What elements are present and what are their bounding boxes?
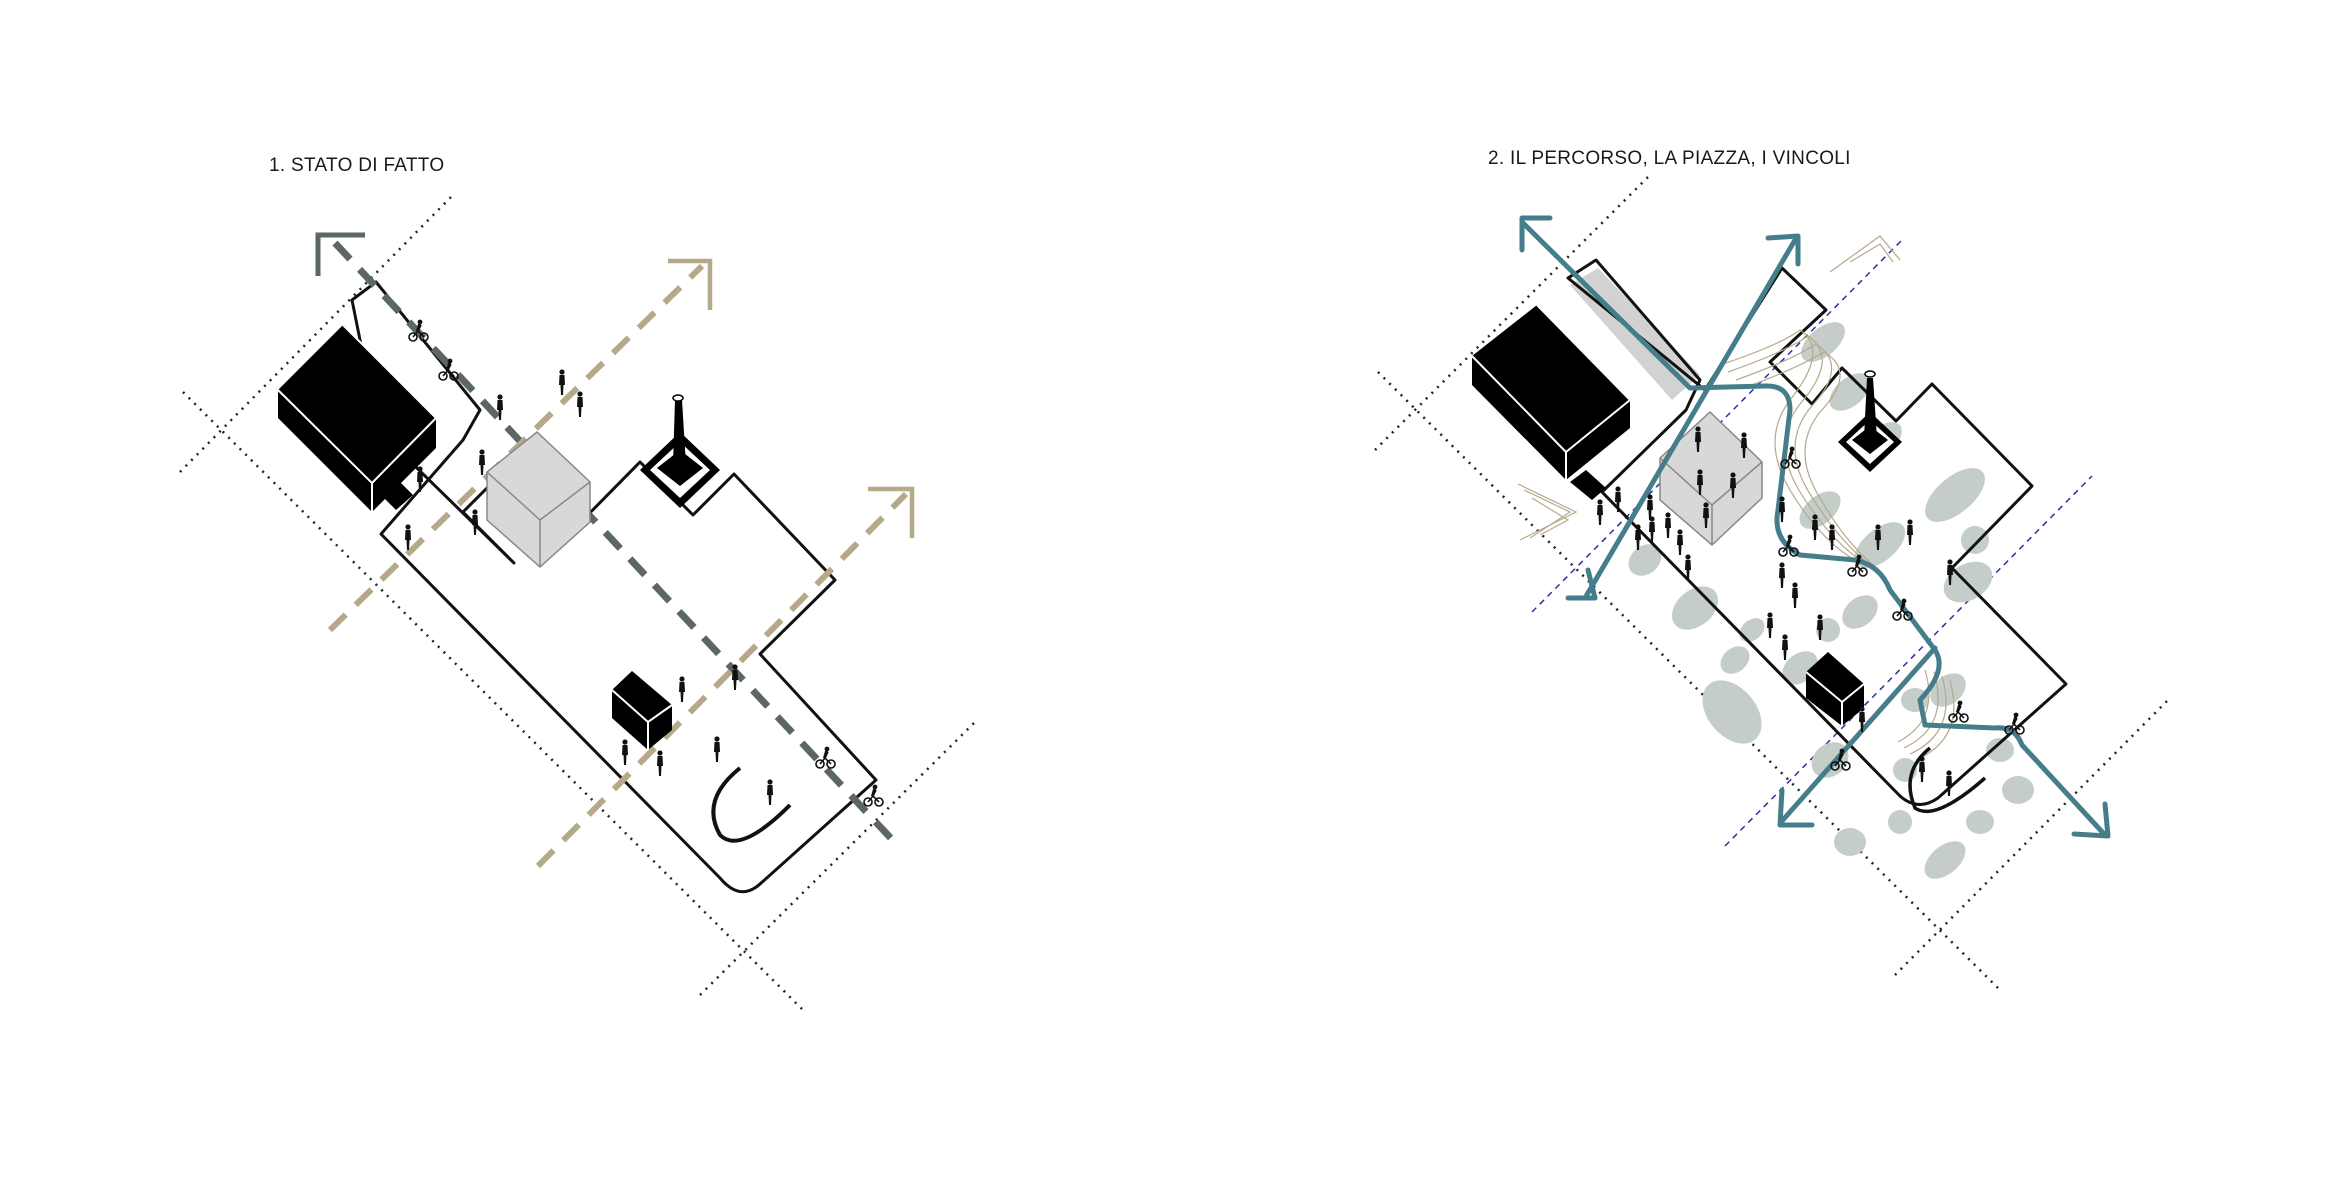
black-building-small [611, 671, 673, 750]
diagram-1-title: 1. STATO DI FATTO [269, 155, 445, 176]
diagram-2 [1374, 174, 2169, 991]
grey-volume-2 [1659, 410, 1763, 547]
site-outline-shape-2 [1566, 258, 2068, 806]
black-building-large [277, 324, 437, 512]
site-outline [348, 282, 875, 893]
blue-dashed-lines [1531, 239, 2093, 847]
dark-axis-arrow [315, 232, 903, 851]
amphitheatre-curve-2 [1908, 746, 1987, 814]
tan-axis-arrows [327, 258, 915, 869]
dotted-boundary-lines [179, 195, 976, 1013]
dotted-boundary-lines-2 [1374, 174, 2169, 991]
grey-volume [486, 431, 591, 569]
tower [640, 394, 720, 508]
black-building-small-2 [1805, 652, 1865, 726]
teal-path-arrows [1519, 215, 2111, 839]
amphitheatre-curve [711, 766, 792, 843]
diagram-2-title: 2. IL PERCORSO, LA PIAZZA, I VINCOLI [1488, 148, 1851, 169]
green-patches [1628, 322, 2034, 879]
diagram-1 [179, 195, 976, 1013]
site-outline-shape [350, 280, 878, 894]
tower-2 [1838, 370, 1902, 472]
black-building-large-2 [1471, 304, 1631, 500]
